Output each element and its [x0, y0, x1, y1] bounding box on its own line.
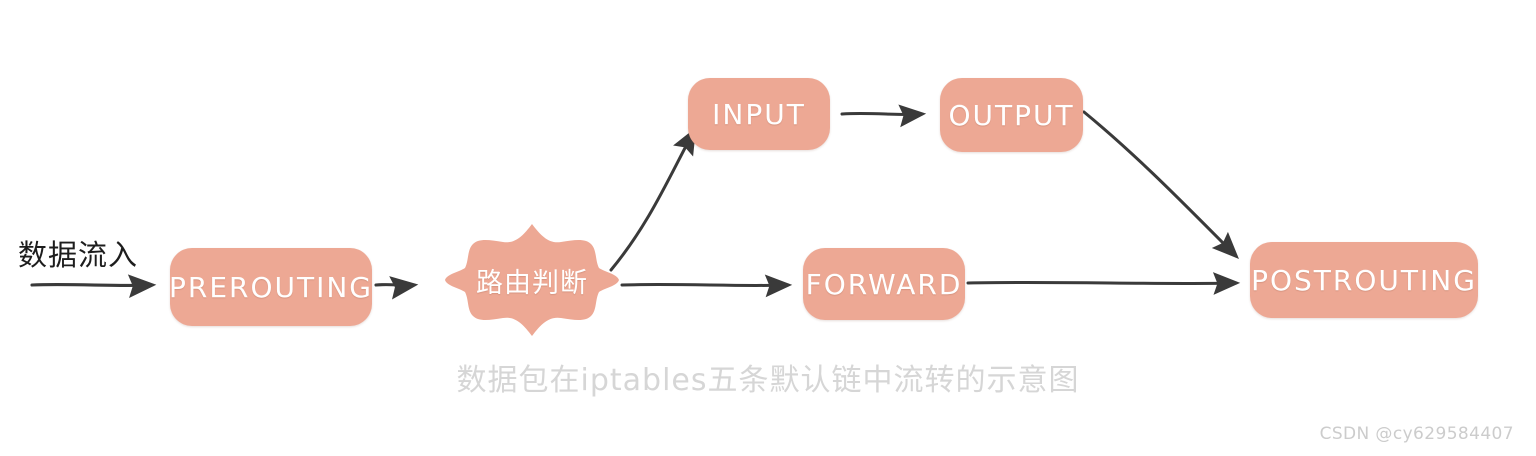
node-prerouting[interactable]: PREROUTING [168, 248, 374, 326]
watermark: CSDN @cy629584407 [1319, 424, 1514, 444]
edge-input-to-output [840, 104, 927, 128]
node-forward[interactable]: FORWARD [803, 248, 965, 320]
edge-prerouting-to-decision [374, 276, 419, 300]
node-forward-label: FORWARD [805, 267, 963, 301]
node-routing-decision-label: 路由判断 [476, 267, 588, 299]
node-input[interactable]: INPUT [688, 78, 830, 150]
node-postrouting-label: POSTROUTING [1251, 263, 1477, 297]
node-input-label: INPUT [712, 97, 806, 131]
edge-forward-to-postrouting [966, 272, 1241, 295]
edge-output-to-postrouting [1082, 110, 1239, 259]
node-prerouting-label: PREROUTING [168, 270, 374, 304]
edge-decision-to-forward [620, 274, 793, 298]
edge-inflow-to-prerouting [30, 274, 157, 298]
node-routing-decision[interactable]: 路由判断 [437, 222, 627, 338]
diagram-caption: 数据包在iptables五条默认链中流转的示意图 [456, 363, 1080, 398]
node-output-label: OUTPUT [948, 98, 1075, 132]
scalloped-seal-shape [445, 224, 619, 336]
node-postrouting[interactable]: POSTROUTING [1250, 242, 1478, 318]
node-output[interactable]: OUTPUT [940, 78, 1083, 152]
inflow-label: 数据流入 [18, 238, 139, 272]
